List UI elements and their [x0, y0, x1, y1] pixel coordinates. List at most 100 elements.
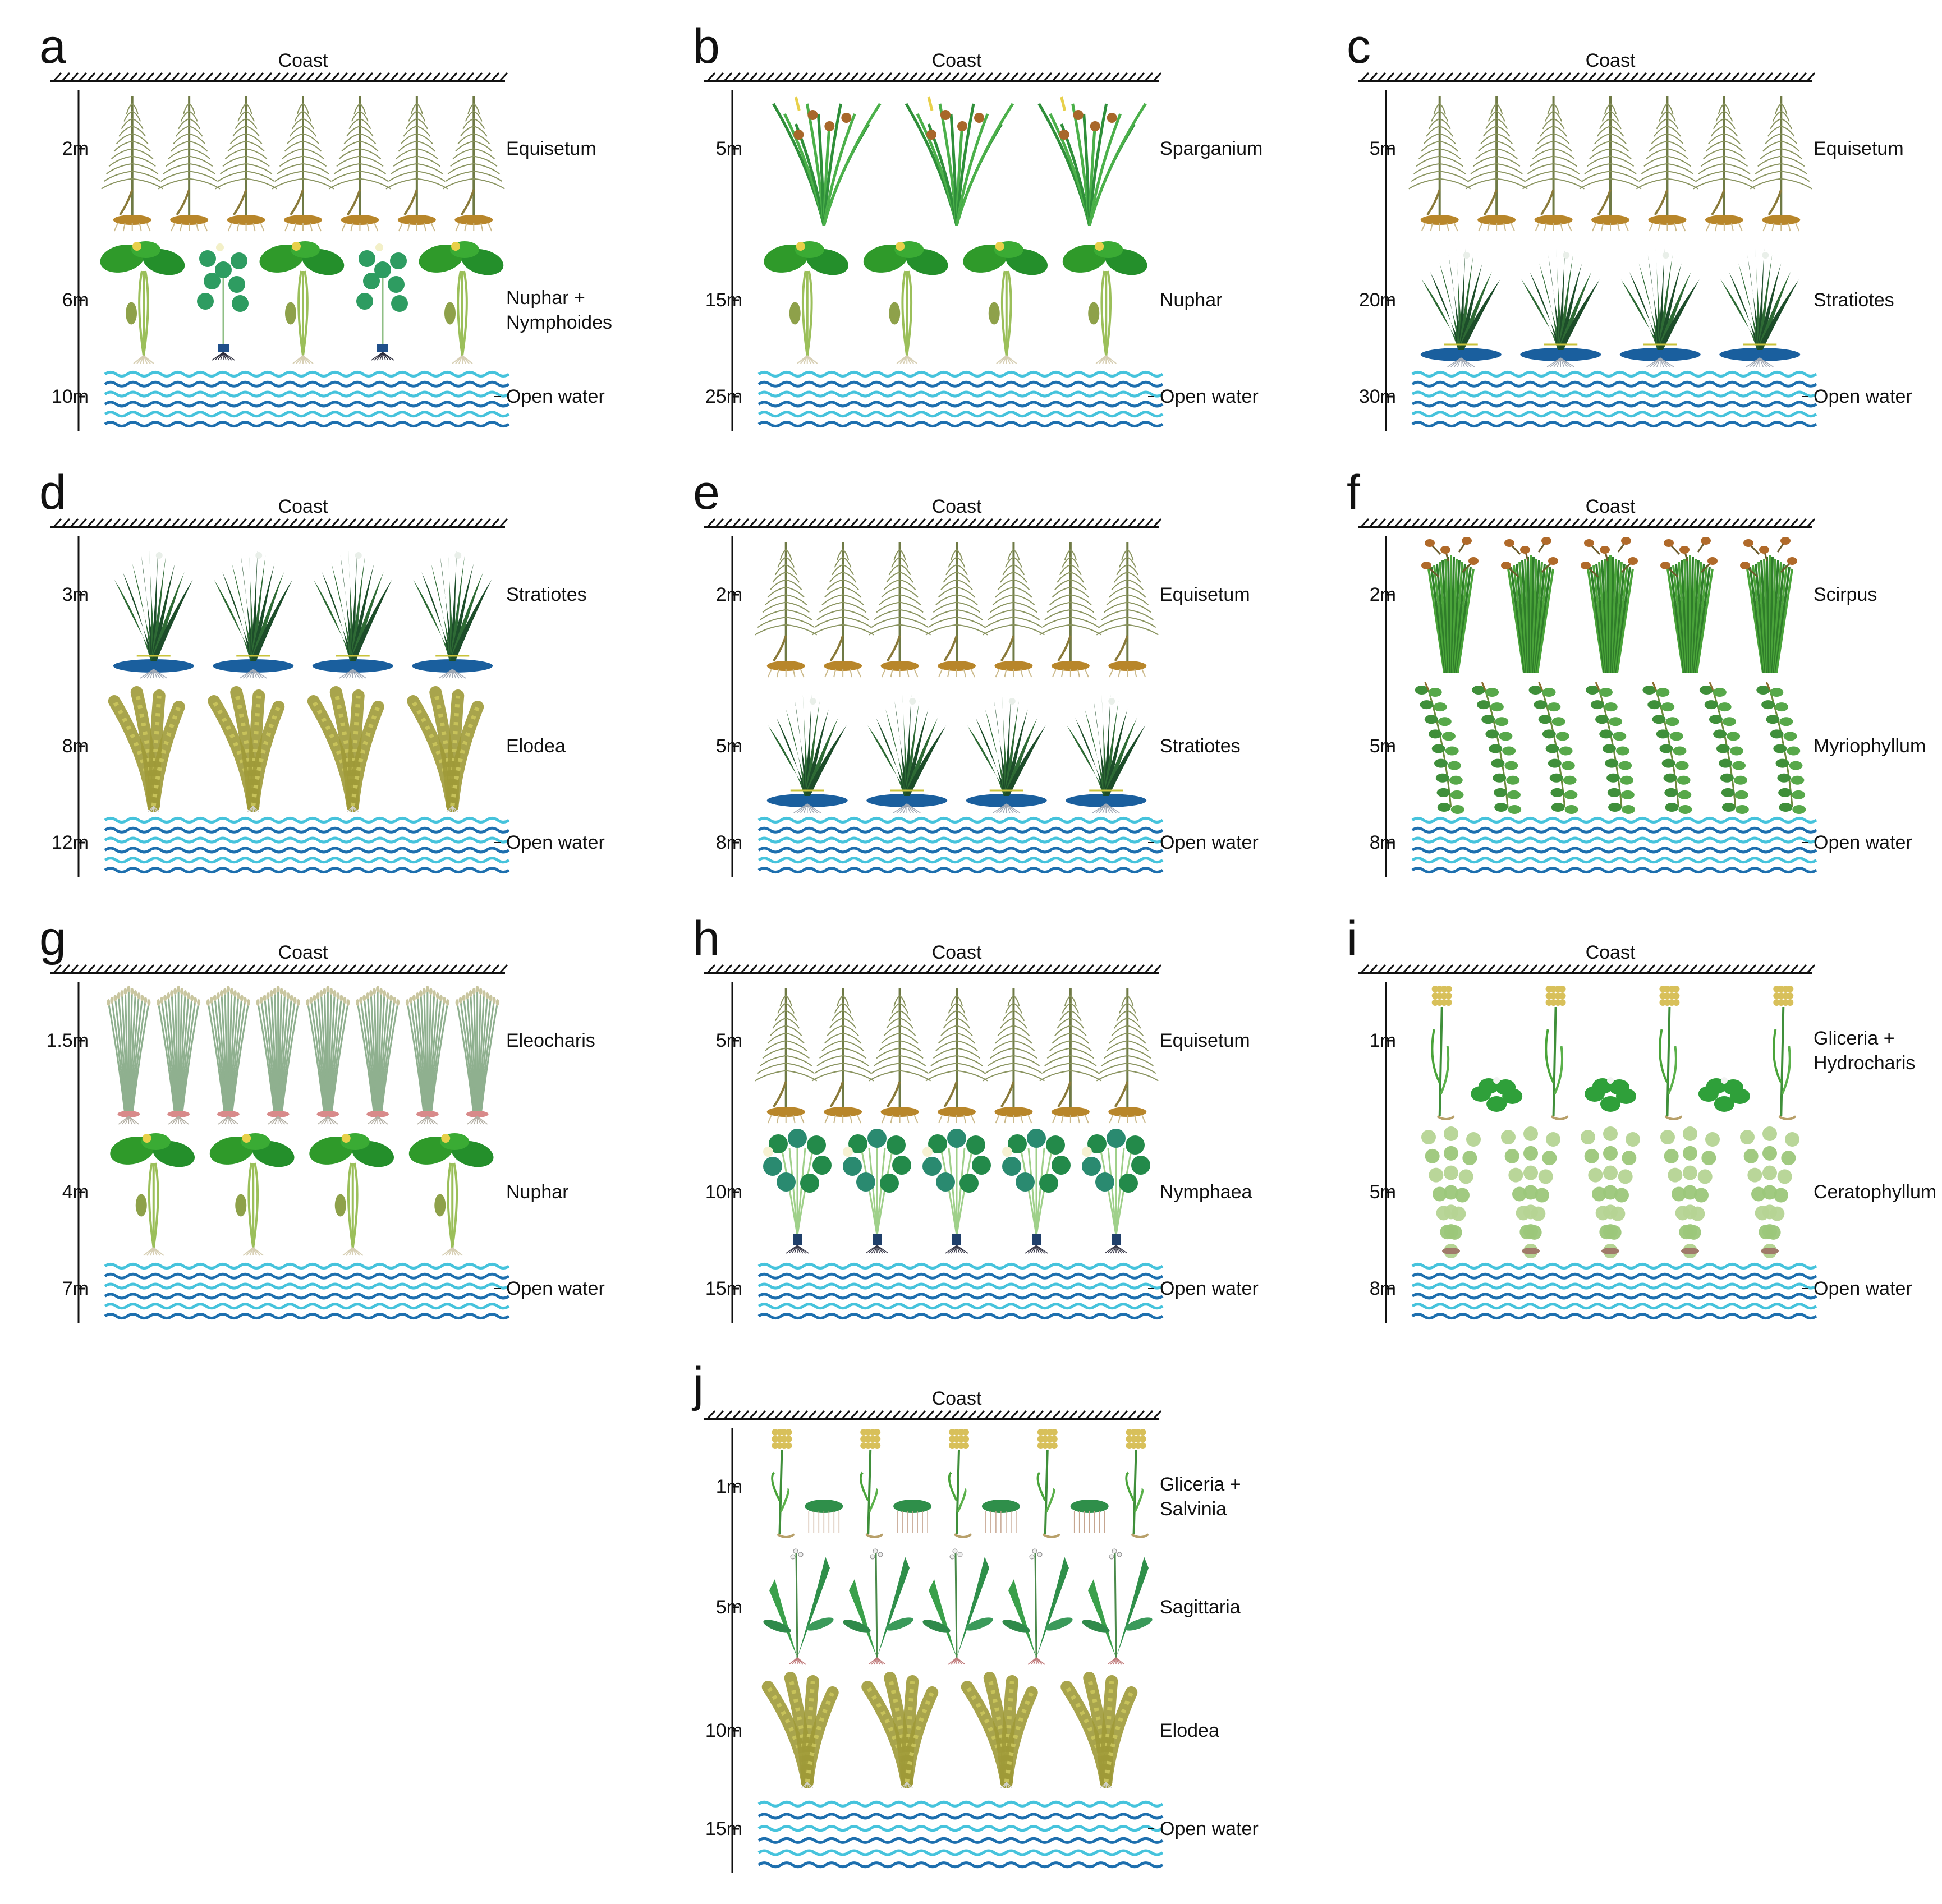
coast-label: Coast — [931, 942, 982, 963]
panel-drawing — [704, 72, 1164, 431]
depth-label: 12m — [51, 832, 89, 853]
depth-label: 30m — [1358, 386, 1396, 407]
plant-row-ceratophyllum — [1421, 1126, 1799, 1258]
plant-elodea — [1060, 1672, 1138, 1788]
plant-nuphar — [863, 241, 948, 364]
plant-row-water — [757, 816, 1164, 874]
plant-equisetum — [1693, 96, 1756, 232]
panel-letter: b — [693, 20, 720, 73]
panel-letter: e — [693, 466, 720, 519]
zone-label-line: Sparganium — [1160, 138, 1263, 159]
plant-nuphar — [408, 1133, 494, 1256]
plant-glyceria-salvinia — [805, 1500, 843, 1533]
zone-label-equisetum: Equisetum — [1154, 582, 1323, 607]
zone-label-myriophyllum: Myriophyllum — [1808, 734, 1942, 758]
depth-label: 5m — [1369, 735, 1396, 757]
plant-row-equisetum — [755, 542, 1159, 678]
plant-myriophyllum — [1699, 682, 1749, 814]
plant-eleocharis — [405, 986, 449, 1125]
plant-row-nuphar-nymphoides — [100, 241, 504, 364]
plant-glyceria-salvinia — [1036, 1429, 1060, 1538]
plant-row-nuphar — [764, 241, 1147, 364]
plant-nuphar — [963, 241, 1048, 364]
depth-label: 15m — [705, 1818, 742, 1839]
coast-line — [704, 1410, 1162, 1420]
plant-myriophyllum — [1472, 682, 1522, 814]
coast-label: Coast — [1585, 942, 1636, 963]
zone-label-line: Stratiotes — [506, 584, 587, 605]
zone-label-line: Equisetum — [1160, 584, 1250, 605]
zone-label-glyceria-hydrocharis: Gliceria +Hydrocharis — [1808, 1026, 1942, 1075]
plant-glyceria-salvinia — [948, 1429, 972, 1538]
plant-myriophyllum — [1528, 682, 1578, 814]
zone-label-line: Gliceria + — [1160, 1474, 1241, 1495]
coast-label: Coast — [931, 496, 982, 517]
plant-nuphar — [110, 1133, 195, 1256]
zone-label-water: Open water — [1808, 830, 1942, 855]
plant-ceratophyllum — [1740, 1126, 1799, 1258]
depth-axis — [731, 1428, 739, 1873]
plant-row-water — [104, 816, 510, 874]
plant-nuphar-nymphoides — [259, 241, 345, 364]
coast-line — [704, 518, 1162, 528]
zone-label-line: Sagittaria — [1160, 1597, 1241, 1618]
zone-label-line: Open water — [1160, 1278, 1259, 1299]
plant-sparganium — [1037, 96, 1147, 226]
zone-label-water: Open water — [1808, 384, 1942, 409]
zone-label-line: Open water — [506, 1278, 605, 1299]
plant-glyceria-salvinia — [893, 1500, 932, 1533]
depth-axis — [1385, 536, 1393, 877]
plant-row-stratiotes — [1420, 248, 1801, 367]
coast-label: Coast — [278, 496, 328, 517]
plant-sparganium — [905, 96, 1014, 226]
zone-label-water: Open water — [1808, 1276, 1942, 1301]
zone-label-line: Hydrocharis — [1814, 1052, 1916, 1074]
panel-letter: f — [1347, 466, 1360, 519]
depth-axis — [731, 536, 739, 877]
panel-drawing — [1358, 964, 1817, 1323]
plant-nuphar — [309, 1133, 394, 1256]
plant-equisetum — [811, 988, 874, 1124]
plant-glyceria-hydrocharis — [1471, 1077, 1523, 1112]
depth-axis — [731, 982, 739, 1323]
panel-drawing — [704, 1410, 1164, 1873]
plant-nuphar — [1062, 241, 1147, 364]
depth-label: 10m — [705, 1720, 742, 1741]
plant-equisetum — [442, 96, 505, 232]
zone-label-line: Equisetum — [1160, 1030, 1250, 1051]
depth-label: 5m — [715, 1030, 742, 1051]
panel-drawing — [704, 964, 1164, 1323]
depth-label: 6m — [62, 289, 89, 311]
depth-label: 4m — [62, 1181, 89, 1203]
zone-label-line: Open water — [506, 832, 605, 853]
plant-elodea — [407, 686, 484, 812]
plant-nymphaea — [1082, 1129, 1150, 1254]
plant-glyceria-hydrocharis — [1772, 986, 1797, 1120]
plant-glyceria-hydrocharis — [1431, 986, 1455, 1120]
depth-label: 20m — [1358, 289, 1396, 311]
zone-label-line: Elodea — [1160, 1720, 1219, 1741]
plant-nuphar — [209, 1133, 295, 1256]
zone-label-water: Open water — [1154, 1276, 1323, 1301]
depth-label: 5m — [715, 1597, 742, 1618]
plant-nymphaea — [922, 1129, 991, 1254]
plant-nuphar — [764, 241, 849, 364]
panel-letter: i — [1347, 912, 1358, 965]
depth-label: 15m — [705, 289, 742, 311]
zone-label-equisetum: Equisetum — [1808, 136, 1942, 161]
plant-scirpus — [1421, 537, 1479, 673]
plant-equisetum — [1579, 96, 1642, 232]
zone-label-water: Open water — [501, 384, 669, 409]
zone-label-stratiotes: Stratiotes — [501, 582, 669, 607]
panel-drawing — [50, 72, 510, 431]
depth-label: 15m — [705, 1278, 742, 1299]
plant-equisetum — [1039, 542, 1102, 678]
plant-eleocharis — [157, 986, 201, 1125]
plant-row-water — [104, 370, 510, 428]
zone-label-stratiotes: Stratiotes — [1808, 288, 1942, 312]
panel-letter: a — [39, 20, 66, 73]
plant-stratiotes — [966, 694, 1047, 813]
